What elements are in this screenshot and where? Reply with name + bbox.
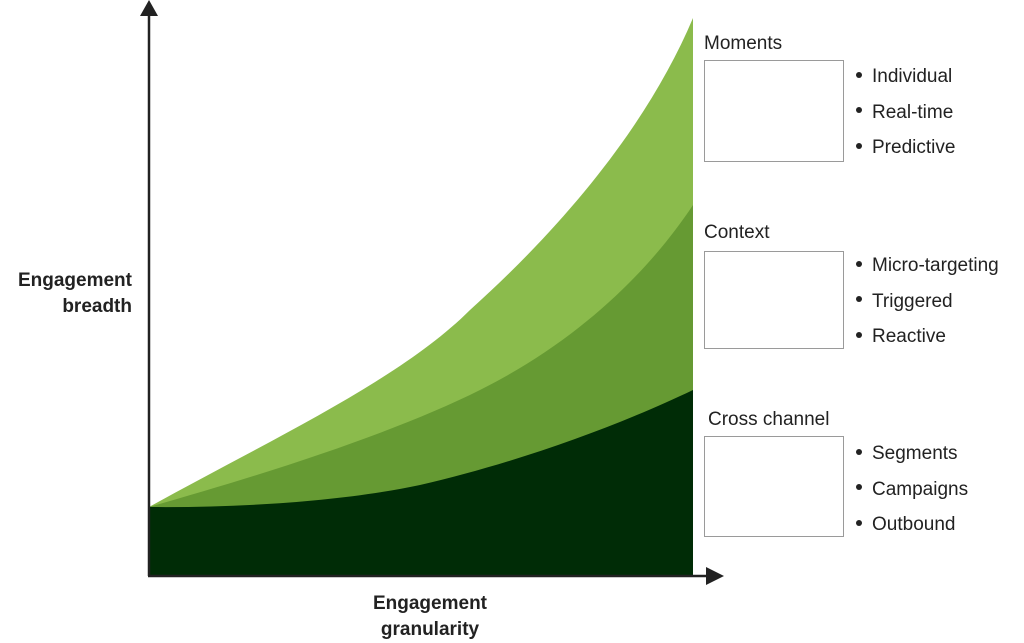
- bullet-icon: [856, 448, 862, 455]
- bullet-icon: [856, 71, 862, 78]
- x-axis-label-line2: granularity: [380, 619, 480, 640]
- x-axis-label: Engagement granularity: [330, 591, 530, 643]
- bullet-icon: [856, 331, 862, 338]
- list-item: Reactive: [856, 325, 999, 361]
- cross-channel-band: [149, 390, 693, 575]
- list-item: Real-time: [856, 101, 955, 137]
- list-item: Triggered: [856, 290, 999, 326]
- bullet-icon: [856, 519, 862, 526]
- context-panel: [704, 251, 844, 349]
- y-axis-arrow-icon: [140, 0, 158, 16]
- bullet-icon: [856, 260, 862, 267]
- moments-list: Individual Real-time Predictive: [856, 65, 955, 172]
- bullet-icon: [856, 296, 862, 303]
- context-list: Micro-targeting Triggered Reactive: [856, 254, 999, 361]
- cross-channel-title: Cross channel: [708, 409, 830, 430]
- list-item: Predictive: [856, 136, 955, 172]
- list-item: Individual: [856, 65, 955, 101]
- y-axis-label: Engagement breadth: [0, 268, 132, 320]
- moments-panel: [704, 60, 844, 162]
- x-axis-arrow-icon: [706, 567, 724, 585]
- list-item: Micro-targeting: [856, 254, 999, 290]
- bullet-icon: [856, 484, 862, 491]
- context-title: Context: [704, 222, 770, 243]
- list-item: Outbound: [856, 513, 968, 549]
- bullet-icon: [856, 142, 862, 149]
- moments-title: Moments: [704, 33, 783, 54]
- list-item: Segments: [856, 442, 968, 478]
- bullet-icon: [856, 107, 862, 114]
- x-axis-label-line1: Engagement: [372, 593, 488, 614]
- list-item: Campaigns: [856, 478, 968, 514]
- cross-channel-panel: [704, 436, 844, 537]
- y-axis-label-line2: breadth: [62, 296, 132, 317]
- y-axis-label-line1: Engagement: [17, 270, 132, 291]
- cross-channel-list: Segments Campaigns Outbound: [856, 442, 968, 549]
